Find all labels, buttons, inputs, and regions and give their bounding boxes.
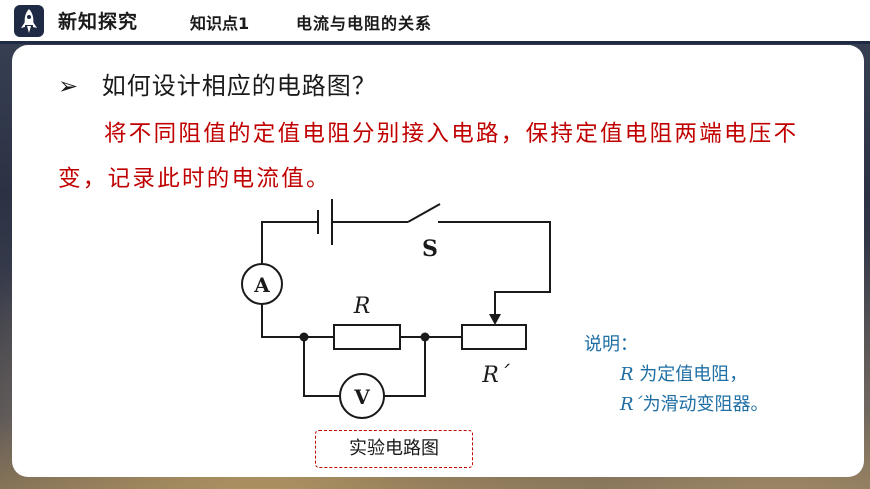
question-text: 如何设计相应的电路图？	[101, 72, 377, 100]
voltmeter	[339, 373, 385, 419]
junction-dot-right	[420, 332, 430, 342]
note-line-1: R 为定值电阻，	[620, 360, 769, 390]
section-title: 新知探究	[58, 11, 139, 33]
answer-text: 将不同阻值的定值电阻分别接入电路，保持定值电阻两端电压不变，记录此时的电流值。	[58, 121, 799, 192]
junction-dot-left	[299, 332, 309, 342]
wire-right-slider	[438, 221, 551, 316]
switch-blade	[407, 203, 441, 223]
wire-bottom-left	[261, 305, 334, 338]
content-card	[12, 45, 864, 477]
resistor-label: R	[353, 294, 371, 319]
arrow-bullet-icon: ➢	[58, 72, 80, 100]
resistor-r	[333, 324, 401, 350]
note-block: 说明： R 为定值电阻， R´为滑动变阻器。	[584, 330, 769, 420]
ammeter-label: A	[253, 273, 270, 297]
note-symbol-r-prime: R´	[620, 394, 643, 415]
wire-voltmeter-left	[303, 337, 340, 397]
note-symbol-r: R	[620, 364, 634, 385]
ammeter	[241, 263, 283, 305]
note-heading: 说明：	[584, 334, 638, 355]
note-text-1: 为定值电阻，	[639, 364, 748, 385]
header-bar: 新知探究 知识点1 电流与电阻的关系	[0, 0, 870, 44]
voltmeter-label: V	[353, 385, 370, 409]
diagram-caption: 实验电路图	[315, 430, 473, 468]
topic-title: 电流与电阻的关系	[296, 14, 433, 33]
rheostat-label: R´	[481, 363, 511, 388]
slider-arrow	[489, 314, 501, 325]
switch-label: S	[422, 236, 438, 262]
rheostat	[461, 324, 527, 350]
wire-voltmeter-right	[384, 337, 426, 397]
question-line: ➢ 如何设计相应的电路图？	[58, 66, 377, 101]
rocket-icon	[14, 5, 44, 37]
knowledge-point-label: 知识点1	[190, 14, 250, 33]
note-line-2: R´为滑动变阻器。	[620, 390, 769, 420]
note-text-2: 为滑动变阻器。	[642, 394, 769, 415]
